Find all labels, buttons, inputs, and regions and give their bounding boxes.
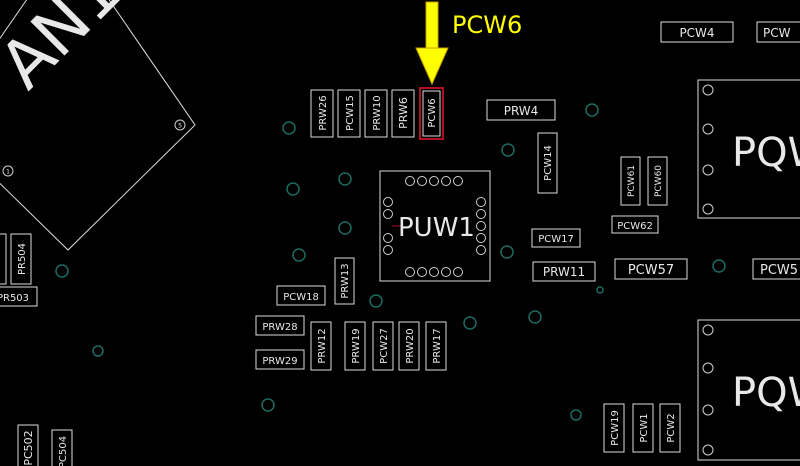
pin-label-1: 1: [6, 169, 10, 176]
pin-marker-5: [174, 119, 186, 131]
component-pcw19-label: PCW19: [610, 410, 621, 446]
component-pcw61[interactable]: PCW61: [620, 156, 641, 206]
pin-label-5: 5: [178, 123, 182, 130]
component-prw13-label: PRW13: [340, 263, 351, 298]
component-pcw62-label: PCW62: [617, 221, 653, 232]
chip-an1-outline: [0, 0, 196, 251]
component-pcw14-label: PCW14: [543, 145, 554, 181]
component-prw20-label: PRW20: [405, 328, 416, 363]
component-pcw61-label: PCW61: [627, 165, 637, 197]
annotation-label: PCW6: [452, 11, 522, 39]
component-prw28-label: PRW28: [262, 322, 297, 333]
component-prw19-label: PRW19: [351, 328, 362, 363]
component-prw6-label: PRW6: [397, 97, 410, 129]
component-pcw2-label: PCW2: [666, 413, 677, 442]
component-pcw5x-label: PCW5: [760, 263, 798, 278]
component-pcw18-label: PCW18: [283, 292, 319, 303]
component-pcw62[interactable]: PCW62: [611, 215, 659, 234]
component-pr503-label: PR503: [0, 293, 29, 304]
component-pcw6-label: PCW6: [427, 98, 438, 127]
chip-puw1-label: PUW1: [398, 213, 475, 243]
component-pcw27[interactable]: PCW27: [372, 321, 394, 371]
component-pc504-label: PC504: [58, 436, 69, 466]
component-prw11[interactable]: PRW11: [532, 261, 596, 282]
component-prw10[interactable]: PRW10: [364, 89, 388, 138]
component-prw29[interactable]: PRW29: [255, 349, 305, 370]
component-pcw-right[interactable]: PCW: [756, 21, 800, 43]
component-pcw15-label: PCW15: [345, 95, 356, 131]
component-prw12[interactable]: PRW12: [310, 321, 332, 371]
component-prw17[interactable]: PRW17: [425, 321, 447, 371]
component-pcw1-label: PCW1: [639, 413, 650, 442]
component-prw11-label: PRW11: [543, 265, 585, 279]
component-prw29-label: PRW29: [262, 356, 297, 367]
chip-pqw-bottom[interactable]: PQW: [697, 319, 800, 461]
component-prw13[interactable]: PRW13: [334, 257, 355, 305]
component-pcw15[interactable]: PCW15: [337, 89, 361, 138]
chip-an1[interactable]: AN1 5 1: [0, 0, 196, 251]
component-pcw57-label: PCW57: [628, 263, 674, 278]
component-pcw-right-label: PCW: [763, 26, 791, 40]
component-prw17-label: PRW17: [432, 328, 443, 363]
pin-marker-1: [2, 165, 14, 177]
chip-an1-label: AN1: [0, 0, 136, 103]
highlight-box: [419, 87, 444, 140]
annotation-arrow: [415, 1, 449, 86]
chip-pqw-bottom-label: PQW: [732, 370, 800, 416]
component-pcw60[interactable]: PCW60: [647, 156, 668, 206]
component-pc502[interactable]: PC502: [17, 424, 39, 466]
component-pcw18[interactable]: PCW18: [276, 285, 326, 306]
component-pcw57[interactable]: PCW57: [614, 258, 688, 280]
component-pcw5x[interactable]: PCW5: [752, 258, 800, 280]
component-pcw27-label: PCW27: [379, 328, 390, 364]
component-prw6[interactable]: PRW6: [391, 89, 415, 138]
component-pcw6-highlighted[interactable]: PCW6: [419, 87, 444, 140]
chip-pqw-top-label: PQW: [732, 130, 800, 176]
component-pcw4-label: PCW4: [679, 26, 714, 40]
chip-puw1[interactable]: PUW1: [379, 170, 491, 282]
chip-pqw-top[interactable]: PQW: [697, 79, 800, 219]
component-pc502-label: PC502: [22, 430, 35, 465]
component-pr503[interactable]: PR503: [0, 286, 38, 307]
component-prw4[interactable]: PRW4: [486, 99, 556, 121]
component-prw4-label: PRW4: [504, 104, 539, 118]
component-pcw2[interactable]: PCW2: [659, 403, 681, 453]
vias: [55, 103, 726, 421]
component-prw20[interactable]: PRW20: [398, 321, 420, 371]
component-pc504[interactable]: PC504: [51, 429, 73, 466]
component-pcw1[interactable]: PCW1: [632, 403, 654, 453]
component-prw26[interactable]: PRW26: [310, 89, 334, 138]
component-pcw60-label: PCW60: [654, 165, 664, 197]
component-pcw17[interactable]: PCW17: [531, 228, 581, 248]
component-prw10-label: PRW10: [372, 95, 383, 130]
component-pcw17-label: PCW17: [538, 234, 574, 245]
component-pcw4[interactable]: PCW4: [660, 21, 734, 43]
component-pcw19[interactable]: PCW19: [603, 403, 625, 453]
component-pr504-label: PR504: [17, 243, 28, 275]
component-prw19[interactable]: PRW19: [344, 321, 366, 371]
puw1-pads: [383, 176, 486, 277]
component-partial-left: [0, 233, 7, 285]
component-prw12-label: PRW12: [317, 328, 328, 363]
component-pcw14[interactable]: PCW14: [537, 132, 558, 194]
component-prw28[interactable]: PRW28: [255, 315, 305, 336]
component-pr504[interactable]: PR504: [10, 233, 32, 285]
component-prw26-label: PRW26: [318, 95, 329, 130]
